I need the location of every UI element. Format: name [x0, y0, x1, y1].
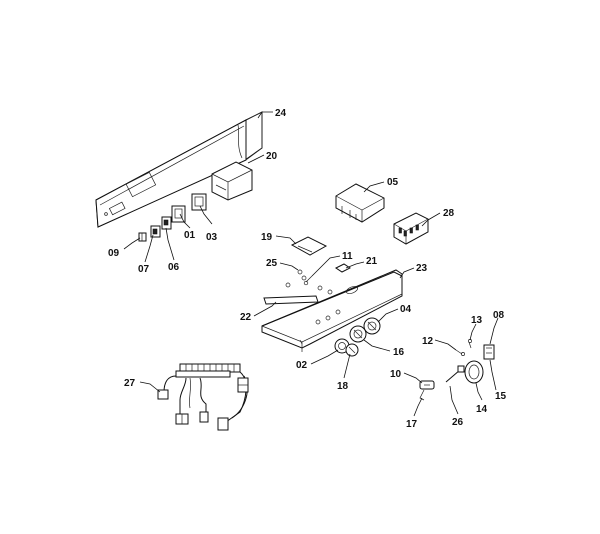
- label-06: 06: [168, 262, 180, 273]
- part-18-knob-switch[interactable]: [345, 343, 359, 357]
- part-26-link[interactable]: [445, 365, 465, 383]
- part-07-switch[interactable]: [150, 225, 161, 238]
- label-26: 26: [452, 417, 464, 428]
- label-13: 13: [471, 315, 483, 326]
- part-04-knob-switch[interactable]: [363, 317, 381, 335]
- part-13-screw[interactable]: [468, 339, 472, 349]
- leader-lines: [123, 111, 499, 417]
- label-05: 05: [387, 177, 399, 188]
- label-15: 15: [495, 391, 507, 402]
- label-21: 21: [366, 256, 378, 267]
- part-06-switch[interactable]: [161, 216, 172, 230]
- part-23-control-panel[interactable]: [261, 269, 403, 352]
- part-14-disc[interactable]: [464, 360, 484, 384]
- label-19: 19: [261, 232, 273, 243]
- part-25-screws[interactable]: [285, 269, 323, 291]
- part-28-terminal-block[interactable]: [393, 212, 429, 245]
- label-11: 11: [342, 251, 353, 262]
- part-27-wiring-harness[interactable]: [157, 363, 249, 431]
- label-02: 02: [296, 360, 308, 371]
- label-09: 09: [108, 248, 120, 259]
- part-24-back-panel[interactable]: [95, 111, 263, 228]
- label-28: 28: [443, 208, 455, 219]
- part-05-module[interactable]: [335, 183, 385, 223]
- part-08-switch[interactable]: [483, 344, 495, 360]
- part-21-bracket[interactable]: [335, 263, 351, 273]
- label-12: 12: [422, 336, 434, 347]
- label-07: 07: [138, 264, 150, 275]
- part-19-board[interactable]: [290, 236, 328, 256]
- label-10: 10: [390, 369, 402, 380]
- label-17: 17: [406, 419, 418, 430]
- part-22-overlay-strip[interactable]: [263, 295, 319, 305]
- label-08: 08: [493, 310, 505, 321]
- part-11-screw[interactable]: [303, 275, 313, 286]
- label-14: 14: [476, 404, 488, 415]
- label-03: 03: [206, 232, 218, 243]
- label-01: 01: [184, 230, 196, 241]
- label-24: 24: [275, 108, 287, 119]
- label-22: 22: [240, 312, 252, 323]
- part-10-thermostat[interactable]: [419, 380, 435, 390]
- label-27: 27: [124, 378, 136, 389]
- part-20-bracket[interactable]: [211, 161, 253, 201]
- part-16-knob-switch[interactable]: [349, 325, 367, 343]
- label-04: 04: [400, 304, 412, 315]
- label-16: 16: [393, 347, 405, 358]
- part-labels: 24 20 05 28 09 07 06 01 03 19 11 25 21 2…: [108, 108, 507, 430]
- part-17-clip[interactable]: [419, 389, 425, 401]
- part-12-screw[interactable]: [455, 349, 465, 356]
- part-09-clip[interactable]: [138, 232, 147, 242]
- label-20: 20: [266, 151, 278, 162]
- label-23: 23: [416, 263, 428, 274]
- label-25: 25: [266, 258, 278, 269]
- part-03-switch[interactable]: [191, 193, 207, 211]
- part-02-knob-switch[interactable]: [334, 338, 350, 354]
- label-18: 18: [337, 381, 349, 392]
